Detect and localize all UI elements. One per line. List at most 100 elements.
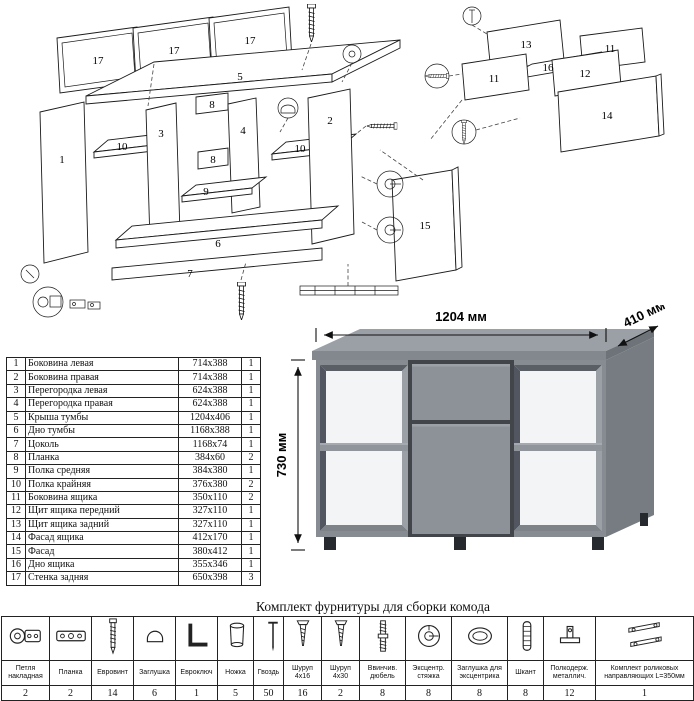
hardware-item-qty: 5 — [217, 685, 254, 701]
parts-table: 1 Боковина левая 714x388 1 2 Боковина пр… — [6, 356, 261, 586]
part-name: Фасад ящика — [25, 531, 179, 546]
cap-icon — [147, 631, 162, 641]
hardware-item-qty: 8 — [507, 685, 544, 701]
part-size: 624x388 — [178, 383, 242, 399]
confirmat-screw-icon — [237, 282, 246, 320]
part-name: Боковина ящика — [25, 490, 179, 506]
part-size: 714x388 — [178, 356, 242, 372]
part-label: 11 — [489, 73, 500, 85]
hardware-item-qty: 8 — [405, 685, 452, 701]
hardware-icon — [410, 617, 448, 655]
hardware-icon-cell — [507, 616, 546, 661]
part-qty: 1 — [241, 504, 261, 519]
hexkey-icon — [190, 624, 207, 645]
hardware-item-qty: 1 — [175, 685, 218, 701]
hardware-icon — [461, 617, 499, 655]
hardware-item-qty: 8 — [451, 685, 508, 701]
parts-table-row: 14 Фасад ящика 412x170 1 — [6, 531, 261, 546]
hardware-qty-row: 2 2 14 6 1 5 50 16 2 8 8 8 — [1, 685, 694, 701]
part-qty: 1 — [241, 370, 261, 385]
carcass-group — [39, 88, 358, 281]
part-qty: 1 — [241, 410, 261, 425]
part-name: Дно ящика — [25, 557, 179, 573]
part-qty: 1 — [241, 464, 261, 479]
hardware-item-qty: 8 — [359, 685, 406, 701]
hardware-item-qty: 16 — [283, 685, 322, 701]
hardware-icon-cell — [217, 616, 254, 661]
plate-icon — [56, 631, 85, 641]
parts-table-row: 15 Фасад 380x412 1 — [6, 544, 261, 559]
parts-table-row: 16 Дно ящика 355x346 1 — [6, 557, 261, 573]
parts-table-row: 10 Полка крайняя 376x380 2 — [6, 477, 261, 492]
hardware-icon-cell — [133, 616, 176, 661]
hardware-icon — [551, 617, 589, 655]
part-number: 8 — [6, 450, 26, 466]
hardware-icon — [136, 617, 174, 655]
part-number: 17 — [6, 571, 26, 586]
hardware-callouts — [20, 4, 521, 320]
hardware-item-qty: 1 — [595, 685, 694, 701]
part-name: Стенка задняя — [25, 571, 179, 586]
hardware-item-qty: 2 — [321, 685, 360, 701]
part-label: 6 — [215, 238, 221, 250]
cam-icon — [418, 626, 439, 647]
part-number: 15 — [6, 544, 26, 559]
door-front — [412, 424, 510, 534]
part-label: 2 — [327, 115, 333, 127]
part-qty: 1 — [241, 557, 261, 573]
depth-arrow — [617, 325, 659, 347]
part-label: 1 — [59, 154, 65, 166]
exploded-assembly-diagram: 17 17 17 5 1 3 10 8 4 8 9 10 2 6 7 15 13… — [20, 4, 665, 320]
part-size: 355x346 — [178, 557, 242, 573]
part-label: 12 — [580, 68, 591, 80]
hardware-icon — [52, 617, 90, 655]
part-size: 714x388 — [178, 370, 242, 385]
hardware-item-label: Ввинчив. дюбель — [359, 660, 406, 686]
hardware-item-label: Планка — [49, 660, 92, 686]
screw-icon — [335, 621, 346, 646]
part-labels: 17 17 17 5 1 3 10 8 4 8 9 10 2 6 7 15 13… — [59, 35, 615, 280]
hardware-item-label: Шуруп 4x30 — [321, 660, 360, 686]
part-label: 15 — [420, 220, 432, 232]
height-dimension-label: 730 мм — [274, 433, 289, 478]
hardware-icon — [508, 617, 546, 655]
parts-table-row: 5 Крыша тумбы 1204x406 1 — [6, 410, 261, 425]
part-qty: 2 — [241, 490, 261, 506]
hardware-icon-cell — [359, 616, 406, 661]
parts-table-row: 11 Боковина ящика 350x110 2 — [6, 490, 261, 506]
parts-table-row: 9 Полка средняя 384x380 1 — [6, 464, 261, 479]
part-size: 1168x74 — [178, 437, 242, 452]
hardware-item-qty: 50 — [253, 685, 284, 701]
part-size: 376x380 — [178, 477, 242, 492]
part-label: 5 — [237, 71, 243, 83]
part-label: 3 — [158, 128, 164, 140]
part-number: 2 — [6, 370, 26, 385]
hardware-item-label: Полкодерж. металлич. — [543, 660, 596, 686]
hardware-item-label: Заглушка — [133, 660, 176, 686]
part-name: Крыша тумбы — [25, 410, 179, 425]
parts-table-row: 4 Перегородка правая 624x388 1 — [6, 397, 261, 412]
part-name: Дно тумбы — [25, 423, 179, 439]
hardware-icon — [178, 617, 216, 655]
part-number: 1 — [6, 356, 26, 372]
hardware-table: Петля накладная Планка Евровинт Заглушка… — [1, 616, 694, 701]
parts-table-row: 7 Цоколь 1168x74 1 — [6, 437, 261, 452]
confirmat-screw-icon — [366, 122, 398, 130]
hardware-icon — [94, 617, 132, 655]
part-qty: 1 — [241, 383, 261, 399]
part-label: 4 — [240, 125, 246, 137]
part-label: 8 — [209, 99, 215, 111]
part-number: 3 — [6, 383, 26, 399]
rails-icon — [628, 623, 660, 647]
hardware-icon-cell — [283, 616, 322, 661]
part-size: 380x412 — [178, 544, 242, 559]
hardware-icon-cell — [451, 616, 508, 661]
dresser-side-panel — [606, 337, 654, 537]
part-label: 8 — [210, 154, 216, 166]
part-qty: 1 — [241, 397, 261, 412]
width-dimension-label: 1204 мм — [435, 309, 487, 324]
part-label: 10 — [295, 143, 307, 155]
hardware-item-label: Комплект роликовых направляющих L=350мм — [595, 660, 694, 686]
parts-table-body: 1 Боковина левая 714x388 1 2 Боковина пр… — [6, 356, 261, 586]
